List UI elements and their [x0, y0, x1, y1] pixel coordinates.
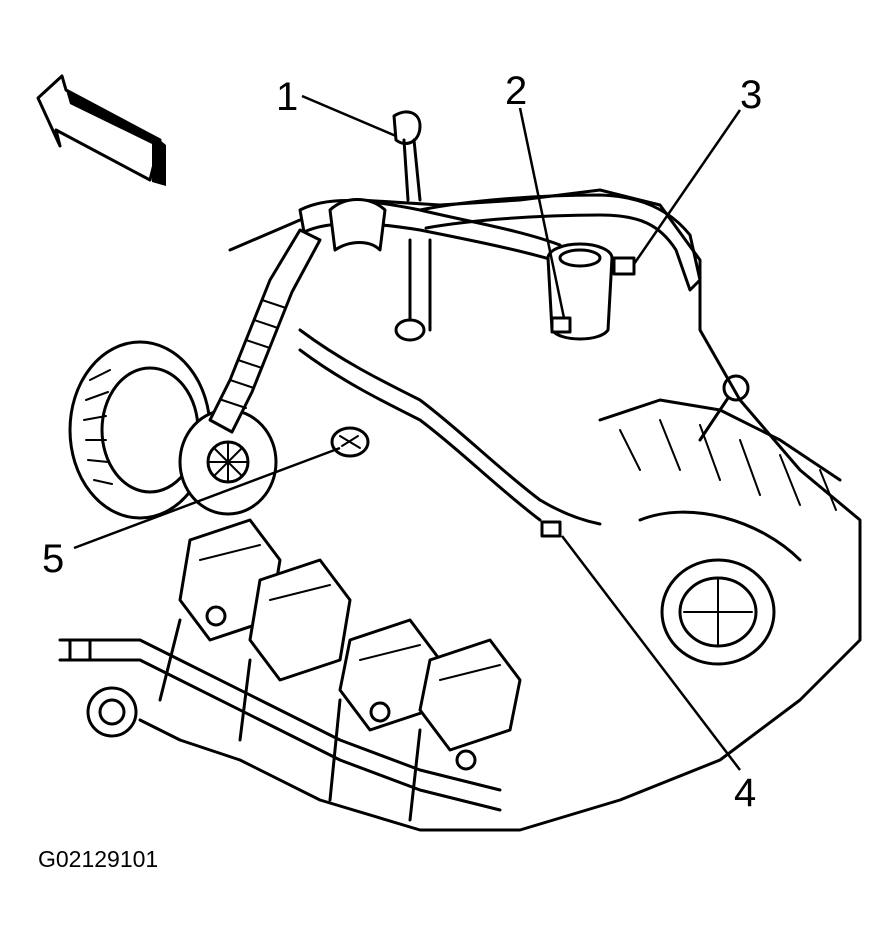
figure-id: G02129101	[38, 846, 159, 872]
callout-leaders	[73, 94, 742, 771]
engine-illustration	[58, 110, 862, 832]
front-arrow-icon	[36, 74, 166, 186]
callout-1: 1	[276, 75, 298, 119]
callout-4: 4	[734, 771, 756, 815]
alternator	[68, 340, 278, 520]
callout-3: 3	[740, 73, 762, 117]
callout-labels: 1 2 3 4 5	[42, 69, 762, 815]
callout-5: 5	[42, 537, 64, 581]
ignition-coils	[158, 518, 522, 822]
throttle-body	[638, 510, 802, 666]
callout-2: 2	[505, 69, 527, 113]
